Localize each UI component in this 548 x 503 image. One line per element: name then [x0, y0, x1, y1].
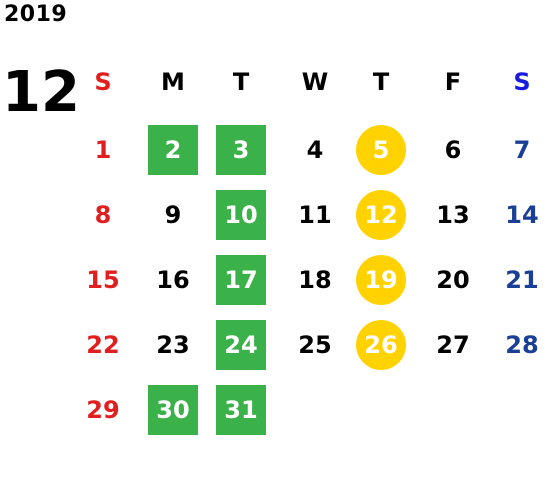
day-cell-18[interactable]: 18	[298, 266, 332, 294]
weekday-header-mon: M	[161, 68, 185, 96]
day-cell-26[interactable]: 26	[356, 320, 406, 370]
day-cell-28[interactable]: 28	[505, 331, 539, 359]
day-cell-23[interactable]: 23	[156, 331, 190, 359]
weekday-header-tue: T	[232, 68, 250, 96]
day-cell-13[interactable]: 13	[436, 201, 470, 229]
day-cell-5[interactable]: 5	[356, 125, 406, 175]
day-cell-27[interactable]: 27	[436, 331, 470, 359]
day-cell-3[interactable]: 3	[216, 125, 266, 175]
day-cell-7[interactable]: 7	[513, 136, 531, 164]
day-cell-10[interactable]: 10	[216, 190, 266, 240]
day-cell-1[interactable]: 1	[94, 136, 112, 164]
day-cell-29[interactable]: 29	[86, 396, 120, 424]
day-cell-31[interactable]: 31	[216, 385, 266, 435]
weekday-header-thu: T	[372, 68, 390, 96]
day-cell-21[interactable]: 21	[505, 266, 539, 294]
day-cell-30[interactable]: 30	[148, 385, 198, 435]
day-cell-25[interactable]: 25	[298, 331, 332, 359]
day-cell-4[interactable]: 4	[306, 136, 324, 164]
day-cell-6[interactable]: 6	[444, 136, 462, 164]
day-cell-19[interactable]: 19	[356, 255, 406, 305]
weekday-header-fri: F	[444, 68, 462, 96]
day-cell-15[interactable]: 15	[86, 266, 120, 294]
year-label: 2019	[4, 2, 68, 27]
day-cell-24[interactable]: 24	[216, 320, 266, 370]
weekday-header-sun: S	[94, 68, 112, 96]
day-cell-14[interactable]: 14	[505, 201, 539, 229]
day-cell-20[interactable]: 20	[436, 266, 470, 294]
day-cell-11[interactable]: 11	[298, 201, 332, 229]
day-cell-9[interactable]: 9	[164, 201, 182, 229]
day-cell-2[interactable]: 2	[148, 125, 198, 175]
day-cell-12[interactable]: 12	[356, 190, 406, 240]
weekday-header-sat: S	[513, 68, 531, 96]
day-cell-16[interactable]: 16	[156, 266, 190, 294]
day-cell-17[interactable]: 17	[216, 255, 266, 305]
day-cell-22[interactable]: 22	[86, 331, 120, 359]
month-number: 12	[2, 60, 80, 125]
day-cell-8[interactable]: 8	[94, 201, 112, 229]
weekday-header-wed: W	[301, 68, 329, 96]
